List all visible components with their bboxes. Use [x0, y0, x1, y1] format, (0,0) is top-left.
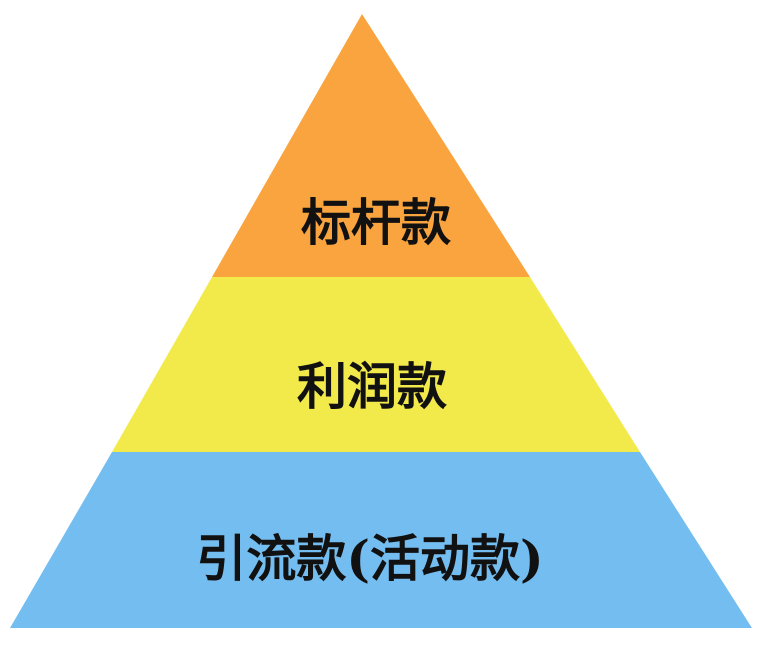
tier-label-middle: 利润款	[297, 357, 447, 416]
pyramid-tier-bottom	[10, 452, 752, 628]
tier-label-top: 标杆款	[301, 193, 451, 252]
pyramid-tier-middle	[112, 277, 640, 452]
pyramid-tier-top	[212, 14, 530, 277]
tier-label-bottom: 引流款(活动款)	[196, 529, 543, 588]
